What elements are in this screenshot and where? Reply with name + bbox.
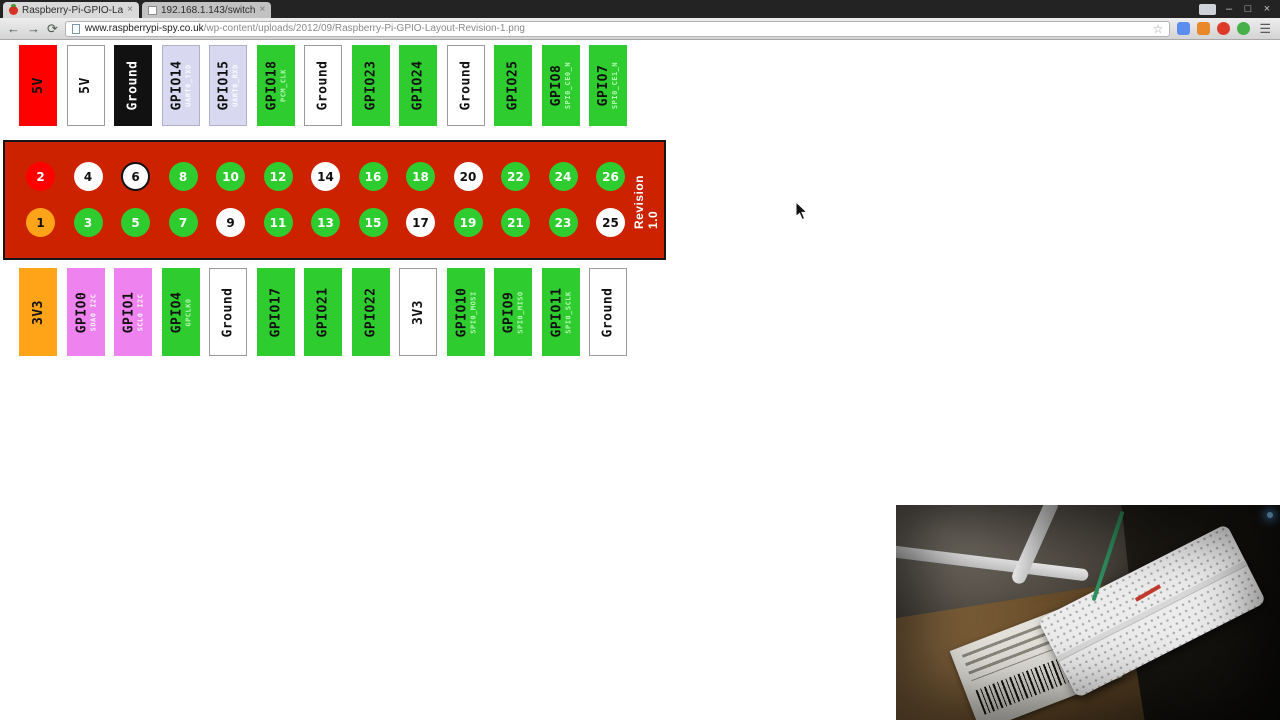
pin-circle: 16 <box>358 162 388 191</box>
pin-label: GPIO14 UART0_TXD <box>161 45 200 126</box>
pin-circle: 10 <box>216 162 245 191</box>
pin-label: GPIO22 <box>351 268 390 356</box>
window-controls: – □ × <box>1199 0 1280 18</box>
pin-circle: 25 <box>596 208 625 237</box>
url-path: /wp-content/uploads/2012/09/Raspberry-Pi… <box>203 23 525 34</box>
pin-label: GPIO11 SPI0_SCLK <box>541 268 580 356</box>
extension-icon-red[interactable] <box>1217 22 1231 35</box>
extension-icon-green[interactable] <box>1237 22 1251 35</box>
tab-close-icon[interactable]: × <box>127 4 133 15</box>
menu-icon[interactable]: ☰ <box>1259 21 1271 36</box>
pin-circle: 9 <box>216 208 245 237</box>
tab-title: 192.168.1.143/switch <box>160 4 256 16</box>
pin-label: Ground <box>209 268 247 356</box>
pin-circle: 6 <box>121 162 150 191</box>
tab-gpio-image[interactable]: Raspberry-Pi-GPIO-La × <box>3 2 139 18</box>
pin-label: GPIO9 SPI0_MISO <box>494 268 532 356</box>
bottom-label-row: 3V3 GPIO0 SDA0 I2C GPIO1 SCL0 I2C GPIO4 … <box>19 268 627 356</box>
pin-label: GPIO23 <box>351 45 390 126</box>
url-text[interactable]: www.raspberrypi-spy.co.uk/wp-content/upl… <box>85 23 1148 34</box>
pin-label: GPIO21 <box>304 268 342 356</box>
pin-circle: 14 <box>311 162 340 191</box>
pin-label: GPIO0 SDA0 I2C <box>66 268 105 356</box>
pin-label: GPIO25 <box>494 45 532 126</box>
pin-circle: 21 <box>501 208 530 237</box>
pin-circle: 22 <box>501 162 530 191</box>
back-icon[interactable]: ← <box>7 21 20 36</box>
raspberry-favicon <box>9 3 18 15</box>
pin-circle: 4 <box>73 162 103 191</box>
pin-circle: 20 <box>453 162 483 191</box>
address-bar[interactable]: www.raspberrypi-spy.co.uk/wp-content/upl… <box>64 20 1171 37</box>
pin-circle: 24 <box>548 162 578 191</box>
tab-close-icon[interactable]: × <box>259 4 266 15</box>
webcam-overlay[interactable] <box>896 505 1280 720</box>
pin-circle: 15 <box>358 208 388 237</box>
browser-toolbar: ← → ⟳ www.raspberrypi-spy.co.uk/wp-conte… <box>0 18 1280 40</box>
bookmark-star-icon[interactable]: ☆ <box>1152 21 1164 36</box>
url-host: www.raspberrypi-spy.co.uk <box>84 23 204 34</box>
pin-label: GPIO4 GPCLK0 <box>161 268 200 356</box>
pin-label: Ground <box>114 45 152 126</box>
pin-label: Ground <box>446 45 485 126</box>
pin-label: 3V3 <box>19 268 57 356</box>
pin-label: GPIO15 UART0_RXD <box>209 45 247 126</box>
pin-label: GPIO8 SPI0_CE0_N <box>541 45 580 126</box>
pin-circle: 12 <box>263 162 293 191</box>
extension-icon-blue[interactable] <box>1177 22 1191 35</box>
pin-circle: 3 <box>73 208 103 237</box>
revision-label: Revision 1.0 <box>632 174 660 229</box>
pin-circle: 26 <box>596 162 625 191</box>
pin-label: GPIO7 SPI0_CE1_N <box>589 45 627 126</box>
system-tray-indicator <box>1199 3 1216 15</box>
page-content: 5V 5V Ground GPIO14 UART0_TXD <box>0 41 1280 720</box>
tab-bar: Raspberry-Pi-GPIO-La × 192.168.1.143/swi… <box>0 0 1280 18</box>
pin-label: GPIO18 PCM_CLK <box>256 45 295 126</box>
pin-circle: 5 <box>121 208 150 237</box>
top-label-row: 5V 5V Ground GPIO14 UART0_TXD <box>19 45 627 126</box>
pin-label: 5V <box>19 45 57 126</box>
pin-label: 3V3 <box>399 268 437 356</box>
pin-circle: 19 <box>453 208 483 237</box>
pin-circle: 8 <box>168 162 198 191</box>
pin-circle: 23 <box>548 208 578 237</box>
reload-icon[interactable]: ⟳ <box>47 21 58 36</box>
pin-label: GPIO1 SCL0 I2C <box>114 268 152 356</box>
status-led <box>1267 512 1273 518</box>
pin-label: GPIO17 <box>256 268 295 356</box>
maximize-icon[interactable]: □ <box>1244 2 1252 15</box>
extension-icon-orange[interactable] <box>1197 22 1211 35</box>
pin-circle: 7 <box>168 208 198 237</box>
pin-circle: 17 <box>406 208 435 237</box>
pin-label: Ground <box>589 268 627 356</box>
pin-circle: 2 <box>26 162 55 191</box>
tab-switch-page[interactable]: 192.168.1.143/switch × <box>141 2 272 18</box>
pin-label: 5V <box>66 45 105 126</box>
tab-title: Raspberry-Pi-GPIO-La <box>22 4 124 16</box>
forward-icon[interactable]: → <box>27 21 40 36</box>
pin-circle: 1 <box>26 208 55 256</box>
minimize-icon[interactable]: – <box>1225 2 1233 15</box>
page-favicon <box>147 5 157 15</box>
pin-circle: 18 <box>406 162 435 191</box>
pin-label: Ground <box>304 45 342 126</box>
pin-circle: 13 <box>311 208 340 237</box>
mouse-cursor <box>795 201 808 221</box>
pin-label: GPIO10 SPI0_MOSI <box>446 268 485 356</box>
pin-circle: 11 <box>263 208 293 237</box>
pin-label: GPIO24 <box>399 45 437 126</box>
page-icon <box>71 23 80 34</box>
close-icon[interactable]: × <box>1263 2 1271 15</box>
